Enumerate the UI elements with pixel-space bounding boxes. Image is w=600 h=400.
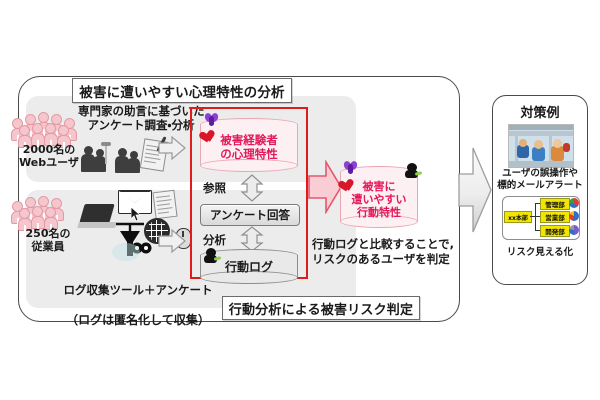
org-connector [530,216,535,218]
envelope-icon [118,190,152,214]
bug-icon [342,160,359,174]
heart-icon [335,175,350,189]
expert-meeting-illustration [81,136,182,176]
document-icon [152,189,178,220]
log-tool-line1: ログ収集ツール＋アンケート [63,282,213,297]
alert-caption: ユーザの誤操作や 標的メールアラート [497,168,583,191]
risk-visualization-caption: リスク見える化 [506,247,574,258]
arrow-survey-to-analysis [158,135,186,161]
office-alert-illustration [508,124,574,168]
cursor-icon [130,206,142,225]
ninja-attacker-icon [203,248,222,264]
arrow-to-countermeasures [458,146,492,238]
title-behavior-risk-determination: 行動分析による被害リスク判定 [222,296,420,320]
db-behavior-log: 行動ログ [200,249,298,284]
org-dept-node: 開発部 [540,225,570,237]
log-collector-icon [106,222,154,270]
db-risk-behavior-traits: 被害に 遭いやすい 行動特性 [340,166,418,228]
log-tool-line2: （ログは匿名化して収集） [66,312,210,327]
org-connector [535,216,540,218]
ninja-attacker-icon [404,163,423,179]
web-users-icon [8,112,90,149]
db-psychological-traits: 被害経験者 の心理特性 [200,118,298,172]
log-tool-caption: ログ収集ツール＋アンケート （ログは匿名化して収集） [30,268,230,343]
heart-icon [196,126,211,140]
org-dept-node: 管理部 [540,198,570,210]
edge-label-analysis: 分析 [203,233,226,247]
arrow-to-risk-behavior [308,159,342,218]
edge-label-reference: 参照 [203,181,226,195]
employee-users-label: 250名の 従業員 [25,227,71,253]
arrow-logging-to-analysis [158,228,186,254]
arrow-reference [240,174,264,206]
node-survey-answers: アンケート回答 [200,204,300,226]
pie-chart-icon [569,198,579,208]
org-dept-node: 営業部 [540,211,570,223]
pie-chart-icon [569,225,579,235]
title-psych-analysis: 被害に遭いやすい心理特性の分析 [72,78,292,103]
org-connector [535,203,540,205]
log-collection-illustration [77,188,191,266]
employee-users-icon [10,196,88,232]
org-connector [535,230,540,232]
survey-caption: 専門家の助言に基づいた アンケート調査・分析 [78,104,205,133]
bug-icon [203,112,220,126]
risk-determination-note: 行動ログと比較することで, リスクのあるユーザを判定 [312,237,455,266]
web-users-label: 2000名の Webユーザ [19,143,79,169]
pie-chart-icon [569,211,579,221]
countermeasures-title: 対策例 [520,106,560,121]
org-root-node: xx本部 [504,211,532,223]
